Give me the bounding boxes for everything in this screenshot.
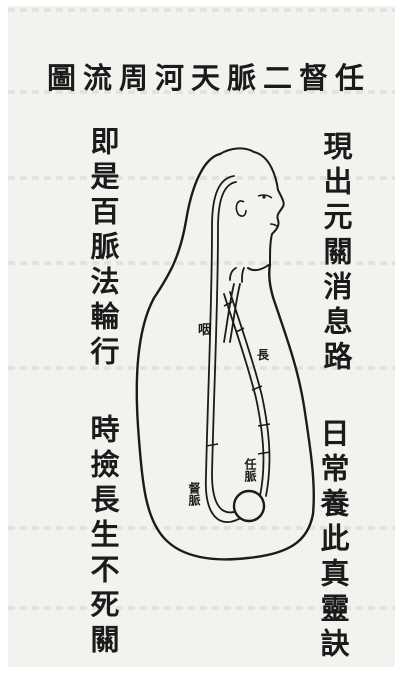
label-ren-channel: 任脈 (244, 458, 256, 482)
du-channel-line-inner (212, 182, 240, 512)
head-outline (248, 152, 284, 270)
throat-tube (224, 284, 234, 342)
mouth (270, 224, 278, 227)
neck-line (220, 148, 254, 154)
gullet-tube (230, 268, 244, 282)
lower-dantian-circle (234, 491, 264, 521)
body-outline (137, 154, 314, 559)
label-throat: 咽 (198, 324, 211, 337)
ear (236, 201, 246, 216)
label-du-channel: 督脈 (188, 482, 200, 506)
page: 任督二脈天河周流圖 現出元關消息路 日常養此真靈訣 即是百脈法輪行 時撿長生不死… (8, 6, 395, 667)
eye-pupil (262, 195, 265, 198)
label-long: 長 (257, 349, 269, 361)
